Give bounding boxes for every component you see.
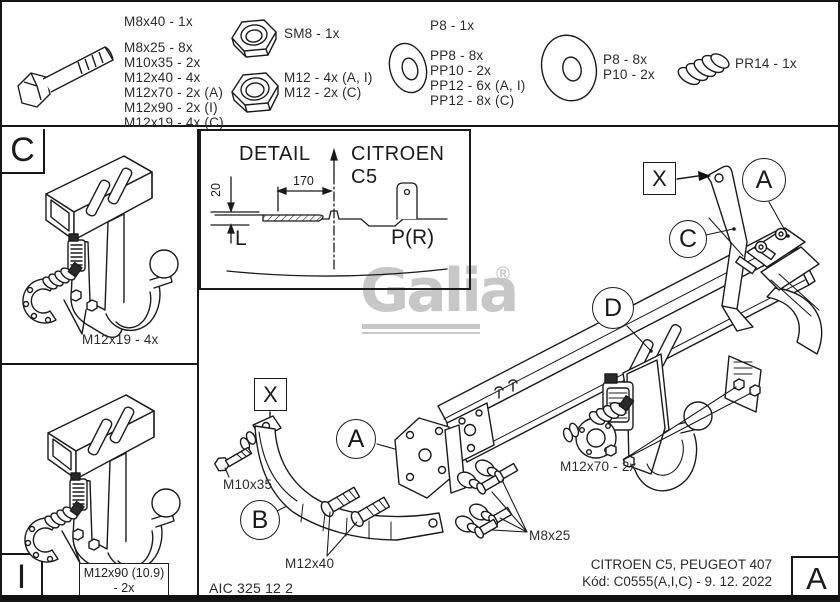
footer-vehicles: CITROEN C5, PEUGEOT 407 [590, 557, 772, 572]
m12x40-bolts [319, 485, 391, 528]
washer-size-line: PP12 - 6x (A, I) [430, 78, 526, 93]
x1-arrowhead [698, 171, 711, 181]
upper-mount-plates [736, 228, 819, 316]
callout-circle-a1: A [742, 158, 786, 202]
large-washer-icon [535, 32, 607, 106]
x1-arrow-line [677, 176, 698, 179]
locknut-label: SM8 - 1x [284, 26, 340, 41]
bolt-top-label: M8x40 - 1x [124, 14, 193, 29]
callout-box-x2: X [254, 378, 287, 411]
beam-end-cover [767, 288, 822, 354]
nut-size-list: M12 - 4x (A, I) M12 - 2x (C) [284, 70, 373, 100]
leader-m12x19 [64, 300, 86, 334]
m12x70-label: M12x70 - 2x [560, 459, 637, 474]
bolt-size-line: M12x40 - 4x [124, 70, 201, 85]
detail-vehicle: CITROEN C5 [351, 143, 445, 188]
m8x25-bolt-sets [453, 457, 519, 540]
coil-spring-icon [678, 48, 730, 90]
towbar-drawing-i [24, 394, 181, 577]
m10x35-label: M10x35 [223, 477, 273, 492]
washer-size-line: PP10 - 2x [430, 63, 492, 78]
callout-circle-a2: A [336, 419, 376, 459]
i-panel-torque-box: M12x90 (10.9) - 2x 110 Nm [79, 563, 169, 600]
main-assembly-drawing [199, 130, 839, 597]
tow-ball [684, 402, 712, 430]
m12x40-label: M12x40 [285, 556, 335, 571]
c-panel-bolt-label: M12x19 - 4x [82, 332, 159, 347]
large-washer-line: P10 - 2x [603, 67, 655, 82]
side-right-label: P(R) [391, 226, 435, 249]
washer-size-line: PP12 - 8x (C) [430, 93, 515, 108]
washer-icon [385, 38, 433, 100]
large-washer-size-list: P8 - 8x P10 - 2x [603, 52, 655, 82]
m8x25-label: M8x25 [529, 528, 571, 543]
washer-top-label: P8 - 1x [430, 18, 475, 33]
support-bracket-b [213, 416, 443, 540]
washer-size-line: PP8 - 8x [430, 48, 484, 63]
footer-vehicle-block: CITROEN C5, PEUGEOT 407 Kód: C0555(A,I,C… [557, 557, 772, 590]
panel-letter-i: I [2, 553, 43, 599]
panel-letter-a: A [791, 556, 838, 599]
bolt-size-line: M10x35 - 2x [124, 55, 201, 70]
nut-size-line: M12 - 2x (C) [284, 85, 362, 100]
callout-circle-c: C [669, 220, 707, 258]
leader-m12x90 [62, 531, 80, 563]
bumper-curve [227, 269, 447, 276]
callout-circle-b: B [240, 500, 280, 540]
bolt-size-line: M12x19 - 4x (C) [124, 115, 224, 130]
bolt-size-list: M8x25 - 8x M10x35 - 2x M12x40 - 4x M12x7… [124, 40, 224, 130]
bolt-size-line: M12x90 - 2x (I) [124, 100, 218, 115]
hex-bolt-icon [10, 30, 122, 116]
panel-i-variant [2, 365, 199, 599]
lock-nut-icon [226, 12, 282, 60]
ball-hitch-assembly [562, 323, 712, 490]
hex-nut-icon [226, 64, 284, 116]
center-mount-plates [395, 418, 465, 498]
bolt-size-line: M8x25 - 8x [124, 40, 193, 55]
side-strap-c [707, 166, 753, 331]
drawing-number: AIC 325 12 2 [209, 580, 294, 596]
washer-size-list: PP8 - 8x PP10 - 2x PP12 - 6x (A, I) PP12… [430, 48, 525, 108]
part-label-leaders [225, 387, 751, 556]
bottom-edge-bar [2, 595, 838, 600]
right-mount-bracket [725, 356, 761, 412]
towbar-drawing-c [22, 155, 179, 338]
registered-trademark-icon: ® [496, 264, 510, 285]
dim-170: 170 [293, 174, 314, 188]
callout-circle-d: D [592, 287, 634, 329]
detail-box: DETAIL CITROEN C5 170 20 L P(R) [199, 129, 471, 290]
large-washer-line: P8 - 8x [603, 52, 648, 67]
panel-letter-c: C [2, 129, 45, 174]
i-panel-bolt-label: M12x90 (10.9) - 2x [83, 566, 165, 595]
callout-box-x1: X [643, 162, 676, 195]
detail-title: DETAIL [239, 143, 311, 165]
panel-c-variant [2, 129, 199, 365]
spring-label: PR14 - 1x [735, 56, 797, 71]
nut-size-line: M12 - 4x (A, I) [284, 70, 373, 85]
bolt-size-line: M12x70 - 2x (A) [124, 85, 224, 100]
detail-profile-drawing [201, 131, 469, 288]
galia-underline [362, 324, 480, 329]
parts-strip: M8x40 - 1x M8x25 - 8x M10x35 - 2x M12x40… [2, 2, 838, 130]
side-left-label: L [235, 227, 247, 250]
footer-code: Kód: C0555(A,I,C) - 9. 12. 2022 [582, 573, 772, 589]
